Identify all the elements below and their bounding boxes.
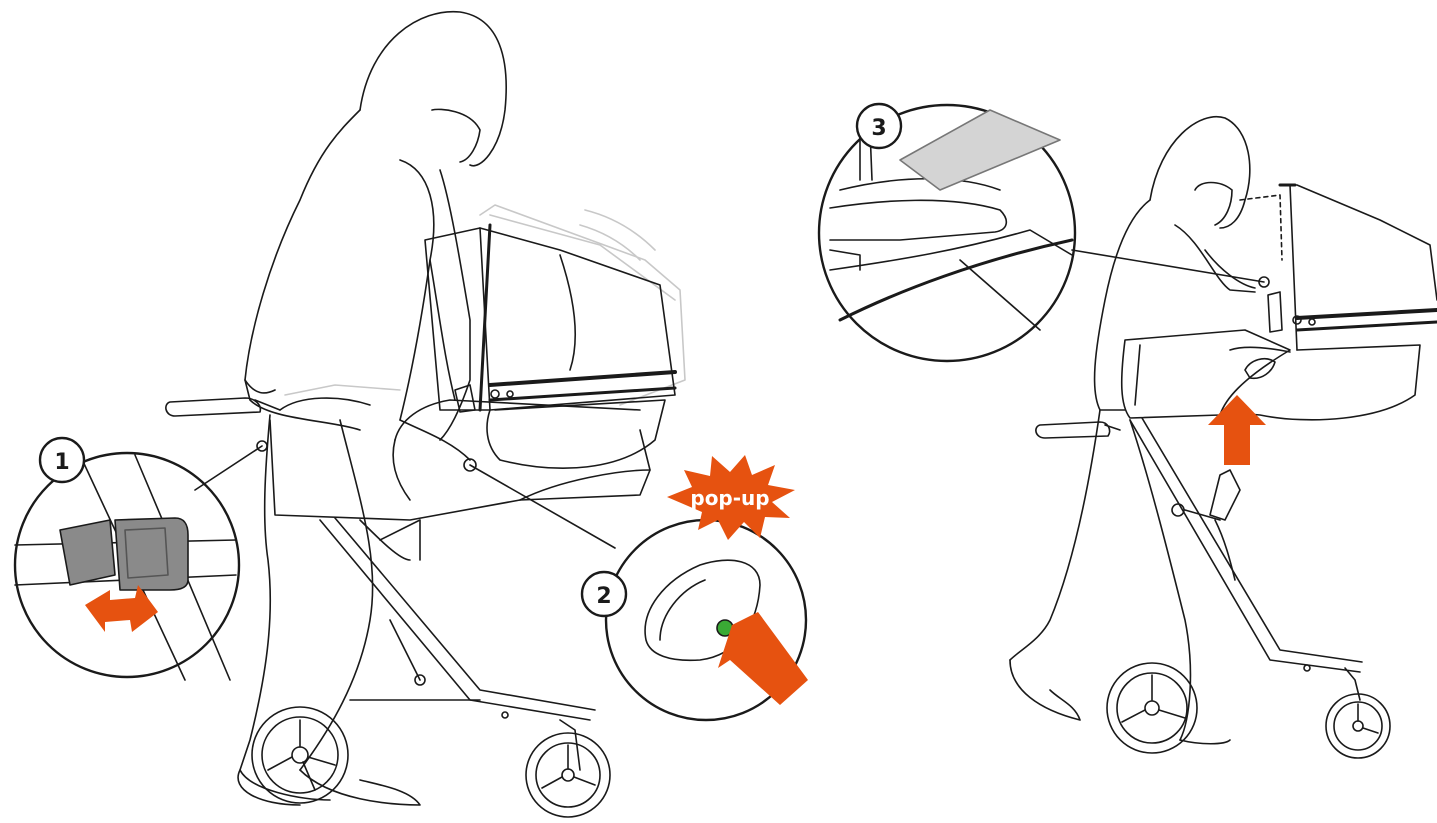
rear-wheel-right	[1107, 663, 1197, 753]
stroller-frame-left	[166, 398, 595, 770]
step-number-3: 3	[871, 116, 886, 141]
front-wheel-left	[526, 733, 610, 817]
rear-wheel-left	[252, 707, 348, 803]
left-scene: 1 2 pop-up	[15, 12, 808, 817]
up-arrow-icon	[1208, 395, 1266, 465]
person-left	[238, 12, 506, 805]
callout-3: 3	[819, 104, 1269, 361]
double-arrow-icon	[85, 585, 158, 632]
carrycot-left	[425, 225, 675, 468]
step-number-2: 2	[596, 584, 611, 609]
callout-1: 1	[15, 438, 267, 680]
carrycot-right	[1225, 185, 1437, 420]
step-number-1: 1	[54, 450, 69, 475]
right-scene: 3	[819, 104, 1437, 758]
front-wheel-right	[1326, 694, 1390, 758]
person-right	[1010, 117, 1255, 744]
latch-part	[60, 520, 115, 585]
stroller-frame-right	[1036, 418, 1362, 700]
seat-unit-right	[1122, 330, 1290, 418]
mesh-panel	[900, 110, 1060, 190]
popup-label: pop-up	[690, 486, 769, 510]
seat-unit-left	[270, 398, 650, 520]
